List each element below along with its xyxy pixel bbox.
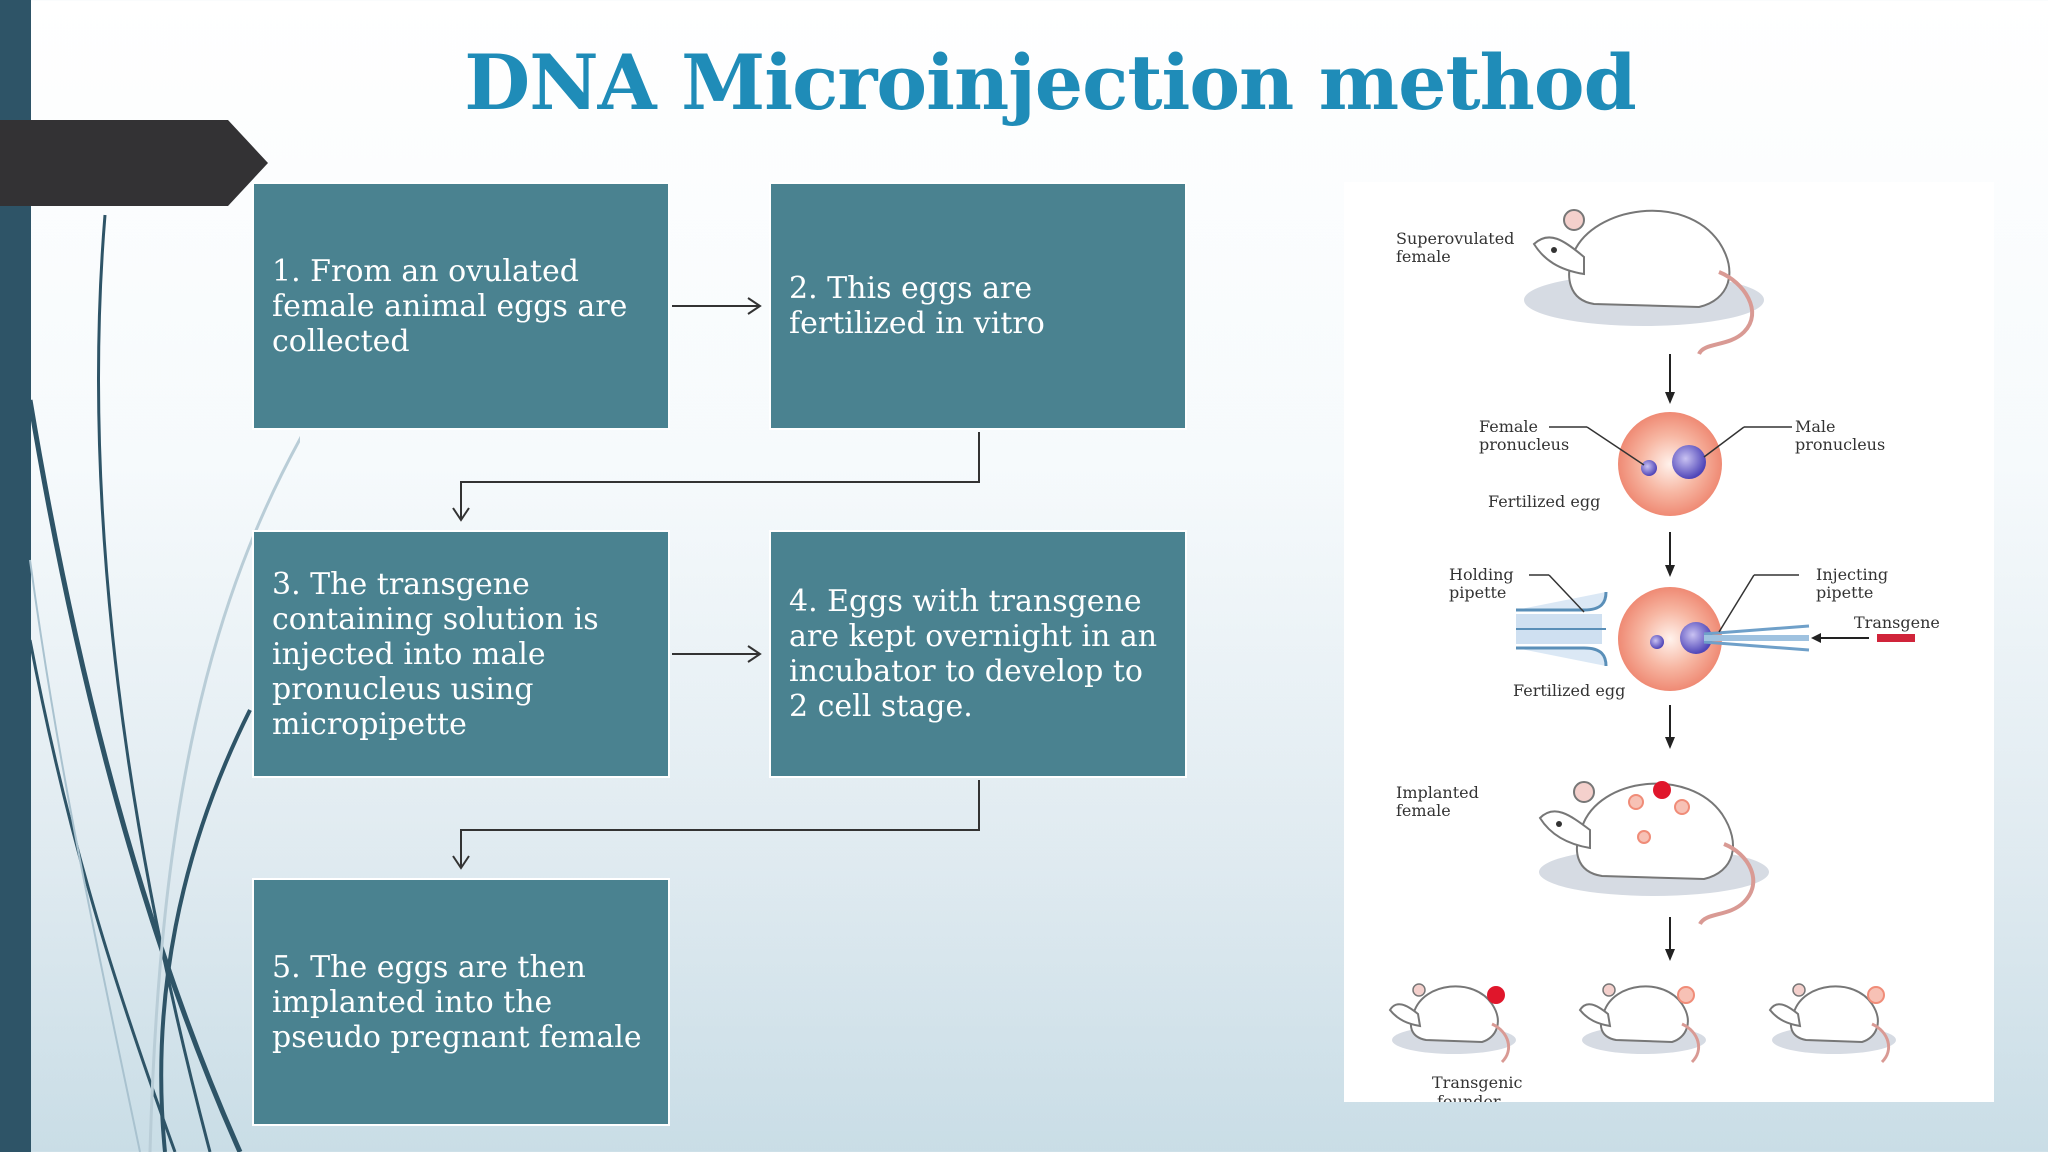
label-fertilized-egg-1: Fertilized egg xyxy=(1488,492,1600,511)
arrow-3-to-4 xyxy=(672,645,762,663)
label-male-pronucleus-2: pronucleus xyxy=(1795,435,1885,454)
step-box-2: 2. This eggs are fertilized in vitro xyxy=(769,182,1187,430)
label-founder: founder xyxy=(1437,1092,1501,1102)
step-2-text: 2. This eggs are fertilized in vitro xyxy=(789,271,1045,341)
label-male-pronucleus-1: Male xyxy=(1795,417,1836,436)
label-superovulated: Superovulated xyxy=(1396,229,1514,248)
step-box-5: 5. The eggs are then implanted into the … xyxy=(252,878,670,1126)
mouse-implanted-icon xyxy=(1538,781,1769,926)
label-transgene: Transgene xyxy=(1854,613,1940,632)
microinjection-illustration: Superovulated female Female pronucleus M… xyxy=(1344,182,1994,1102)
mouse-founder-1-icon xyxy=(1388,983,1516,1064)
step-5-text: 5. The eggs are then implanted into the … xyxy=(272,949,642,1055)
step-box-3: 3. The transgene containing solution is … xyxy=(252,530,670,778)
step-4-text: 4. Eggs with transgene are kept overnigh… xyxy=(789,584,1158,724)
label-implanted-female: female xyxy=(1396,801,1451,820)
mouse-founder-3-icon xyxy=(1768,983,1896,1064)
step-3-text: 3. The transgene containing solution is … xyxy=(272,566,599,742)
label-fertilized-egg-2: Fertilized egg xyxy=(1513,681,1625,700)
fertilized-egg-icon xyxy=(1618,412,1722,516)
label-injecting-1: Injecting xyxy=(1816,565,1888,584)
step-box-1: 1. From an ovulated female animal eggs a… xyxy=(252,182,670,430)
mouse-founder-2-icon xyxy=(1578,983,1706,1064)
step-1-text: 1. From an ovulated female animal eggs a… xyxy=(272,253,628,359)
slide-tab-marker xyxy=(0,120,268,206)
slide-title: DNA Microinjection method xyxy=(464,38,1636,127)
label-transgenic: Transgenic xyxy=(1432,1073,1523,1092)
label-implanted: Implanted xyxy=(1396,783,1479,802)
arrow-1-to-2 xyxy=(672,297,762,315)
label-holding-1: Holding xyxy=(1449,565,1514,584)
decorative-swooshes xyxy=(27,214,300,1152)
label-female-pronucleus-1: Female xyxy=(1479,417,1538,436)
label-injecting-2: pipette xyxy=(1816,583,1873,602)
label-female-pronucleus-2: pronucleus xyxy=(1479,435,1569,454)
step-box-4: 4. Eggs with transgene are kept overnigh… xyxy=(769,530,1187,778)
label-holding-2: pipette xyxy=(1449,583,1506,602)
mouse-superovulated-icon xyxy=(1524,209,1764,356)
injection-egg-icon xyxy=(1516,587,1915,691)
connector-2-to-3 xyxy=(452,432,980,522)
label-female: female xyxy=(1396,247,1451,266)
connector-4-to-5 xyxy=(452,780,980,870)
